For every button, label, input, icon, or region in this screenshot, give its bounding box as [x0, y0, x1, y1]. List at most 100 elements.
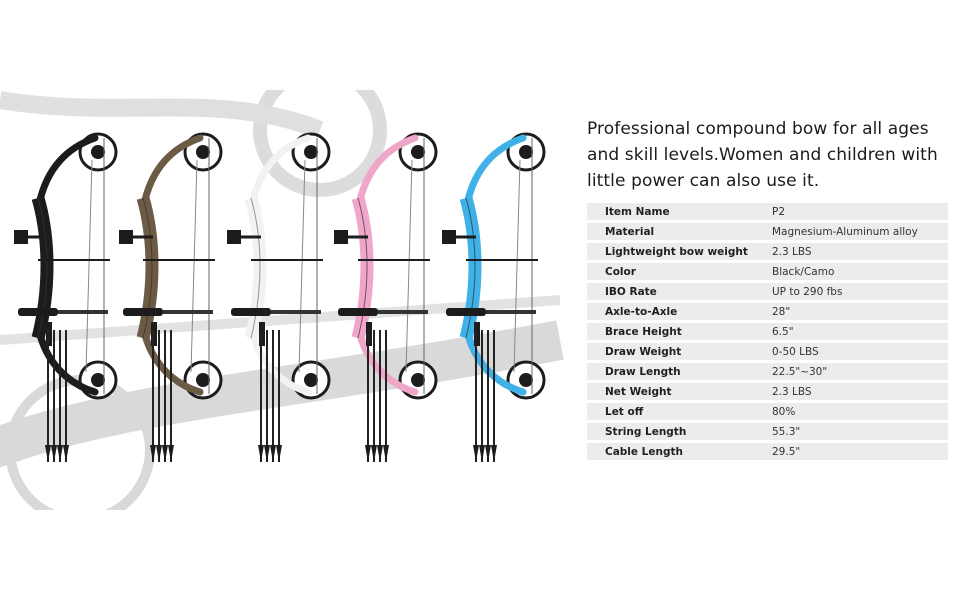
bows-group [14, 132, 546, 462]
spec-label: Draw Length [587, 363, 768, 380]
arrow-fletching [264, 445, 270, 462]
riser-outline [465, 197, 476, 339]
lower-limb [249, 331, 312, 396]
spec-label: String Length [587, 423, 768, 440]
stabilizer [18, 308, 58, 316]
stabilizer-rod [486, 310, 536, 314]
arrow-fletching [162, 445, 168, 462]
product-headline: Professional compound bow for all ages a… [587, 119, 938, 191]
riser-outline [142, 197, 153, 339]
riser-outline [37, 197, 48, 339]
arrow-fletching [57, 445, 63, 462]
spec-value: Black/Camo [768, 263, 948, 280]
spec-value: 55.3" [768, 423, 948, 440]
cam-hub [519, 373, 533, 387]
spec-value: Magnesium-Aluminum alloy [768, 223, 948, 240]
spec-value: P2 [768, 203, 948, 220]
spec-label: Net Weight [587, 383, 768, 400]
bow-sight [334, 230, 348, 244]
spec-value: 0-50 LBS [768, 343, 948, 360]
arrow-fletching [51, 445, 57, 462]
arrow-fletching [473, 445, 479, 462]
compound-bow-product-image [0, 90, 570, 510]
upper-limb [464, 134, 527, 204]
upper-limb [141, 134, 204, 204]
arrow-fletching [276, 445, 282, 462]
arrow-fletching [485, 445, 491, 462]
cam-hub [91, 373, 105, 387]
spec-value: 6.5" [768, 323, 948, 340]
bow-cable [190, 159, 198, 373]
cam-hub [304, 373, 318, 387]
spec-label: Let off [587, 403, 768, 420]
arrow-fletching [479, 445, 485, 462]
cam-hub [196, 373, 210, 387]
arrow-fletching [270, 445, 276, 462]
cam-hub [91, 145, 105, 159]
arrow-fletching [365, 445, 371, 462]
spec-value: 28" [768, 303, 948, 320]
bow-sight [442, 230, 456, 244]
spec-label: Lightweight bow weight [587, 243, 768, 260]
compound-bow-white [227, 132, 331, 462]
arrow-fletching [63, 445, 69, 462]
lower-limb [464, 331, 527, 396]
arrow-fletching [383, 445, 389, 462]
spec-label: Item Name [587, 203, 768, 220]
bow-sight [119, 230, 133, 244]
lower-limb [36, 331, 99, 396]
upper-limb [249, 134, 312, 204]
lower-limb [141, 331, 204, 396]
stabilizer [231, 308, 271, 316]
spec-value: UP to 290 fbs [768, 283, 948, 300]
arrow-fletching [258, 445, 264, 462]
spec-value: 29.5" [768, 443, 948, 460]
stabilizer-rod [271, 310, 321, 314]
compound-bow-pink [334, 132, 438, 462]
bow-cable [513, 159, 521, 373]
upper-limb [356, 134, 419, 204]
stabilizer-rod [163, 310, 213, 314]
spec-value: 2.3 LBS [768, 383, 948, 400]
bow-sight [14, 230, 28, 244]
arrow-fletching [150, 445, 156, 462]
stabilizer-rod [58, 310, 108, 314]
riser-outline [357, 197, 368, 339]
compound-bow-blue [442, 132, 546, 462]
arrow-fletching [491, 445, 497, 462]
spec-label: Cable Length [587, 443, 768, 460]
bow-sight [227, 230, 241, 244]
cam-hub [411, 145, 425, 159]
stabilizer-rod [378, 310, 428, 314]
compound-bow-camo [119, 132, 223, 462]
stabilizer [446, 308, 486, 316]
spec-label: IBO Rate [587, 283, 768, 300]
spec-label: Color [587, 263, 768, 280]
cam-hub [519, 145, 533, 159]
spec-label: Axle-to-Axle [587, 303, 768, 320]
spec-value: 22.5"~30" [768, 363, 948, 380]
cam-hub [196, 145, 210, 159]
spec-label: Material [587, 223, 768, 240]
bow-cable [85, 159, 93, 373]
riser-outline [250, 197, 261, 339]
arrow-fletching [168, 445, 174, 462]
arrow-fletching [371, 445, 377, 462]
bow-cable [405, 159, 413, 373]
arrow-fletching [156, 445, 162, 462]
lower-limb [356, 331, 419, 396]
compound-bow-black [14, 132, 118, 462]
bows-illustration [0, 90, 564, 510]
upper-limb [36, 134, 99, 204]
